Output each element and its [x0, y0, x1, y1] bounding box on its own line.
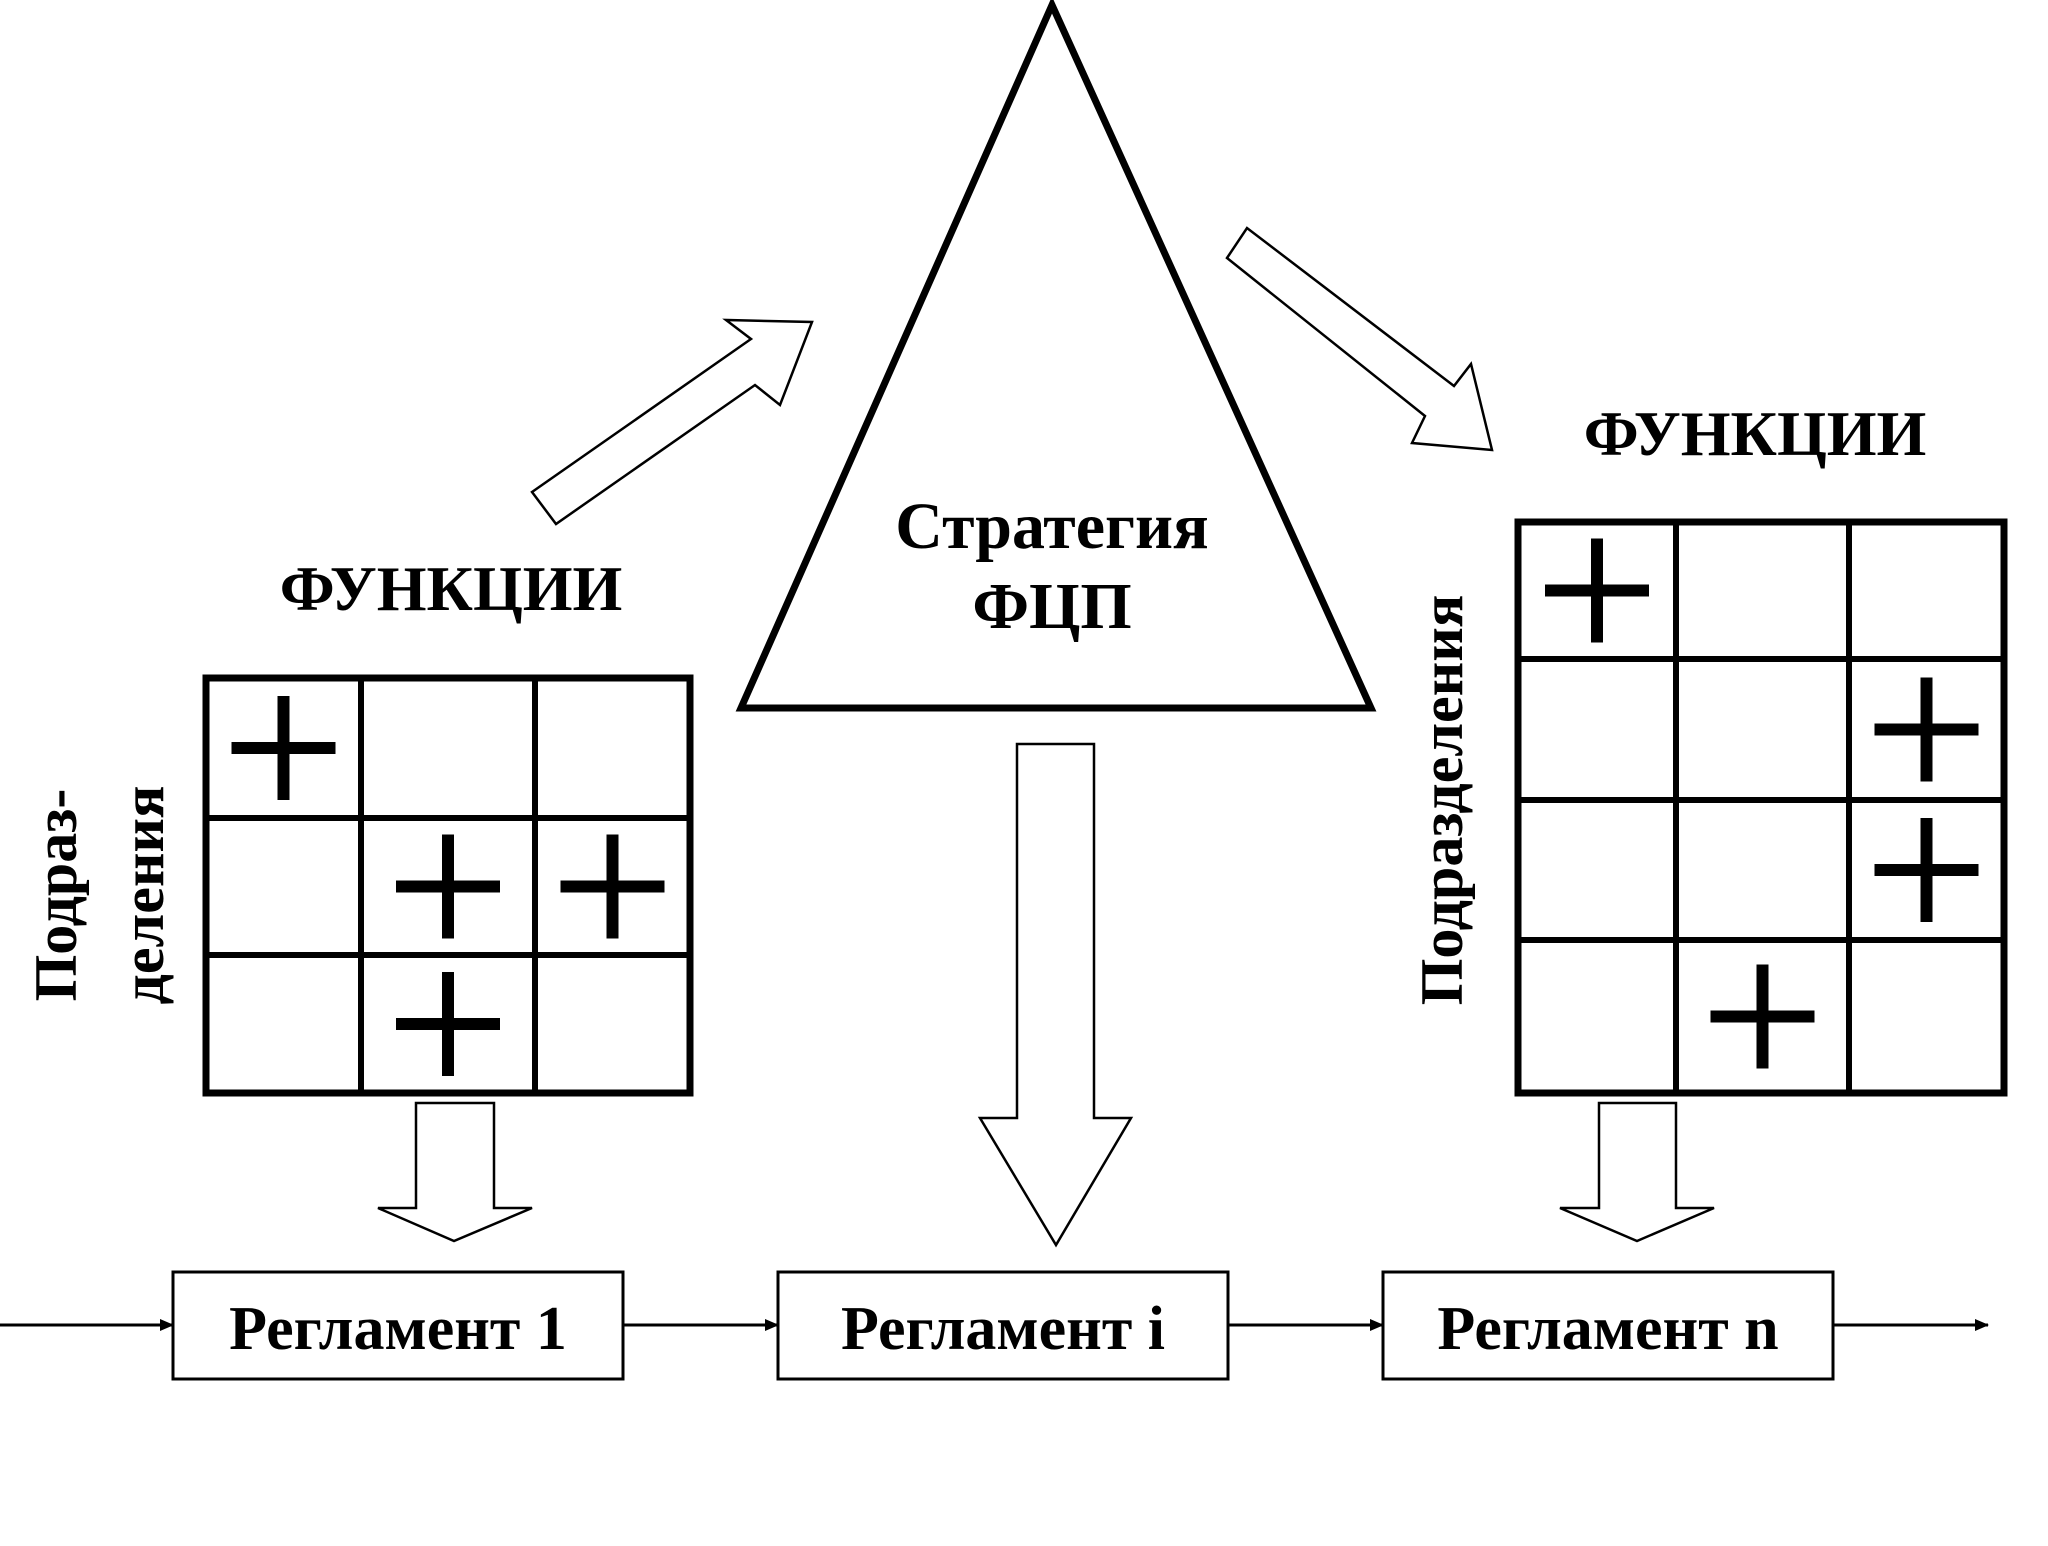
strategy-triangle [735, 0, 1377, 712]
plus-mark [1545, 538, 1649, 643]
right-grid-border [1514, 518, 2008, 1097]
left-function-matrix [202, 674, 694, 1097]
left-matrix-axis-label-line1: Подраз- [23, 789, 89, 1002]
triangle-label-line1: Стратегия [895, 490, 1208, 563]
plus-mark [1874, 818, 1979, 922]
right-function-matrix [1514, 518, 2008, 1097]
triangle-label-line2: ФЦП [972, 570, 1131, 643]
regulation-box [171, 1270, 625, 1381]
regulation-label: Регламент 1 [229, 1295, 567, 1363]
arrow-triangle-to-right [1225, 226, 1494, 452]
left-grid-border [202, 674, 694, 1097]
right-matrix-title: ФУНКЦИИ [1584, 398, 1927, 469]
plus-mark [1874, 677, 1979, 782]
plus-mark [396, 834, 500, 939]
arrow-right-matrix-down [1559, 1101, 1715, 1243]
regulation-label: Регламент i [841, 1295, 1165, 1363]
left-matrix-title: ФУНКЦИИ [280, 553, 623, 624]
plus-mark [560, 834, 665, 939]
plus-mark [1710, 964, 1815, 1069]
right-matrix-axis-label: Подразделения [1409, 595, 1475, 1006]
arrow-left-to-triangle [530, 318, 814, 526]
plus-mark [396, 972, 500, 1076]
plus-mark [231, 696, 336, 800]
arrow-left-matrix-down [377, 1101, 533, 1243]
regulation-box [776, 1270, 1230, 1381]
left-matrix-axis-label-line2: деления [110, 786, 176, 1005]
arrow-triangle-down [977, 742, 1134, 1248]
regulation-box [1381, 1270, 1835, 1381]
regulation-flow: Регламент 1 Регламент i Регламент n [0, 1270, 1989, 1381]
regulation-label: Регламент n [1437, 1295, 1778, 1363]
